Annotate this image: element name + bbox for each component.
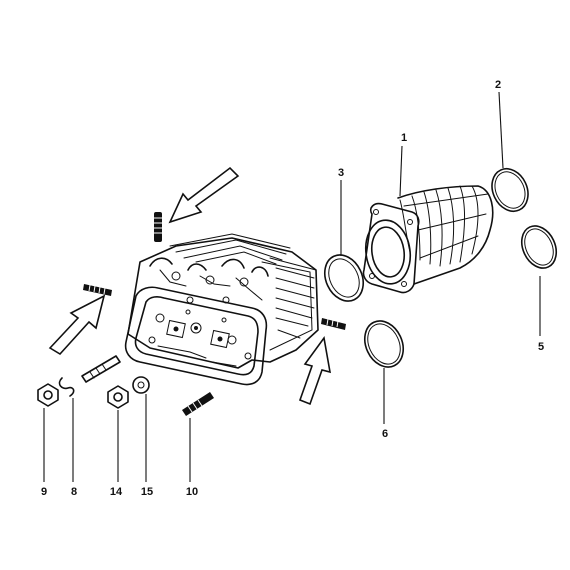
callout-10: 10 bbox=[186, 486, 198, 498]
callout-2: 2 bbox=[495, 79, 501, 91]
stud-top bbox=[154, 212, 162, 242]
callout-14: 14 bbox=[110, 486, 123, 498]
callout-5: 5 bbox=[538, 341, 544, 353]
callout-9: 9 bbox=[41, 486, 47, 498]
gasket-5 bbox=[520, 225, 558, 269]
stud-left bbox=[83, 284, 112, 296]
stud-middle bbox=[321, 318, 346, 330]
arrow-left bbox=[48, 294, 106, 356]
callout-3: 3 bbox=[338, 167, 344, 179]
washer-15 bbox=[132, 376, 150, 394]
arrow-bottom bbox=[298, 336, 332, 406]
arrow-top bbox=[168, 166, 240, 224]
gasket-6 bbox=[363, 320, 405, 368]
callout-1: 1 bbox=[401, 132, 407, 144]
callout-8: 8 bbox=[71, 486, 77, 498]
leader-lines bbox=[43, 91, 541, 482]
nut-9 bbox=[37, 383, 59, 407]
gasket-3 bbox=[323, 254, 365, 302]
stud-10 bbox=[182, 392, 214, 416]
nut-14 bbox=[107, 385, 129, 409]
clip-8 bbox=[58, 377, 75, 397]
gasket-2 bbox=[491, 168, 529, 212]
screw-stud bbox=[81, 355, 121, 383]
cylinder-barrel bbox=[362, 185, 494, 294]
cylinder-head bbox=[124, 233, 319, 386]
callout-15: 15 bbox=[141, 486, 153, 498]
callout-6: 6 bbox=[382, 428, 388, 440]
